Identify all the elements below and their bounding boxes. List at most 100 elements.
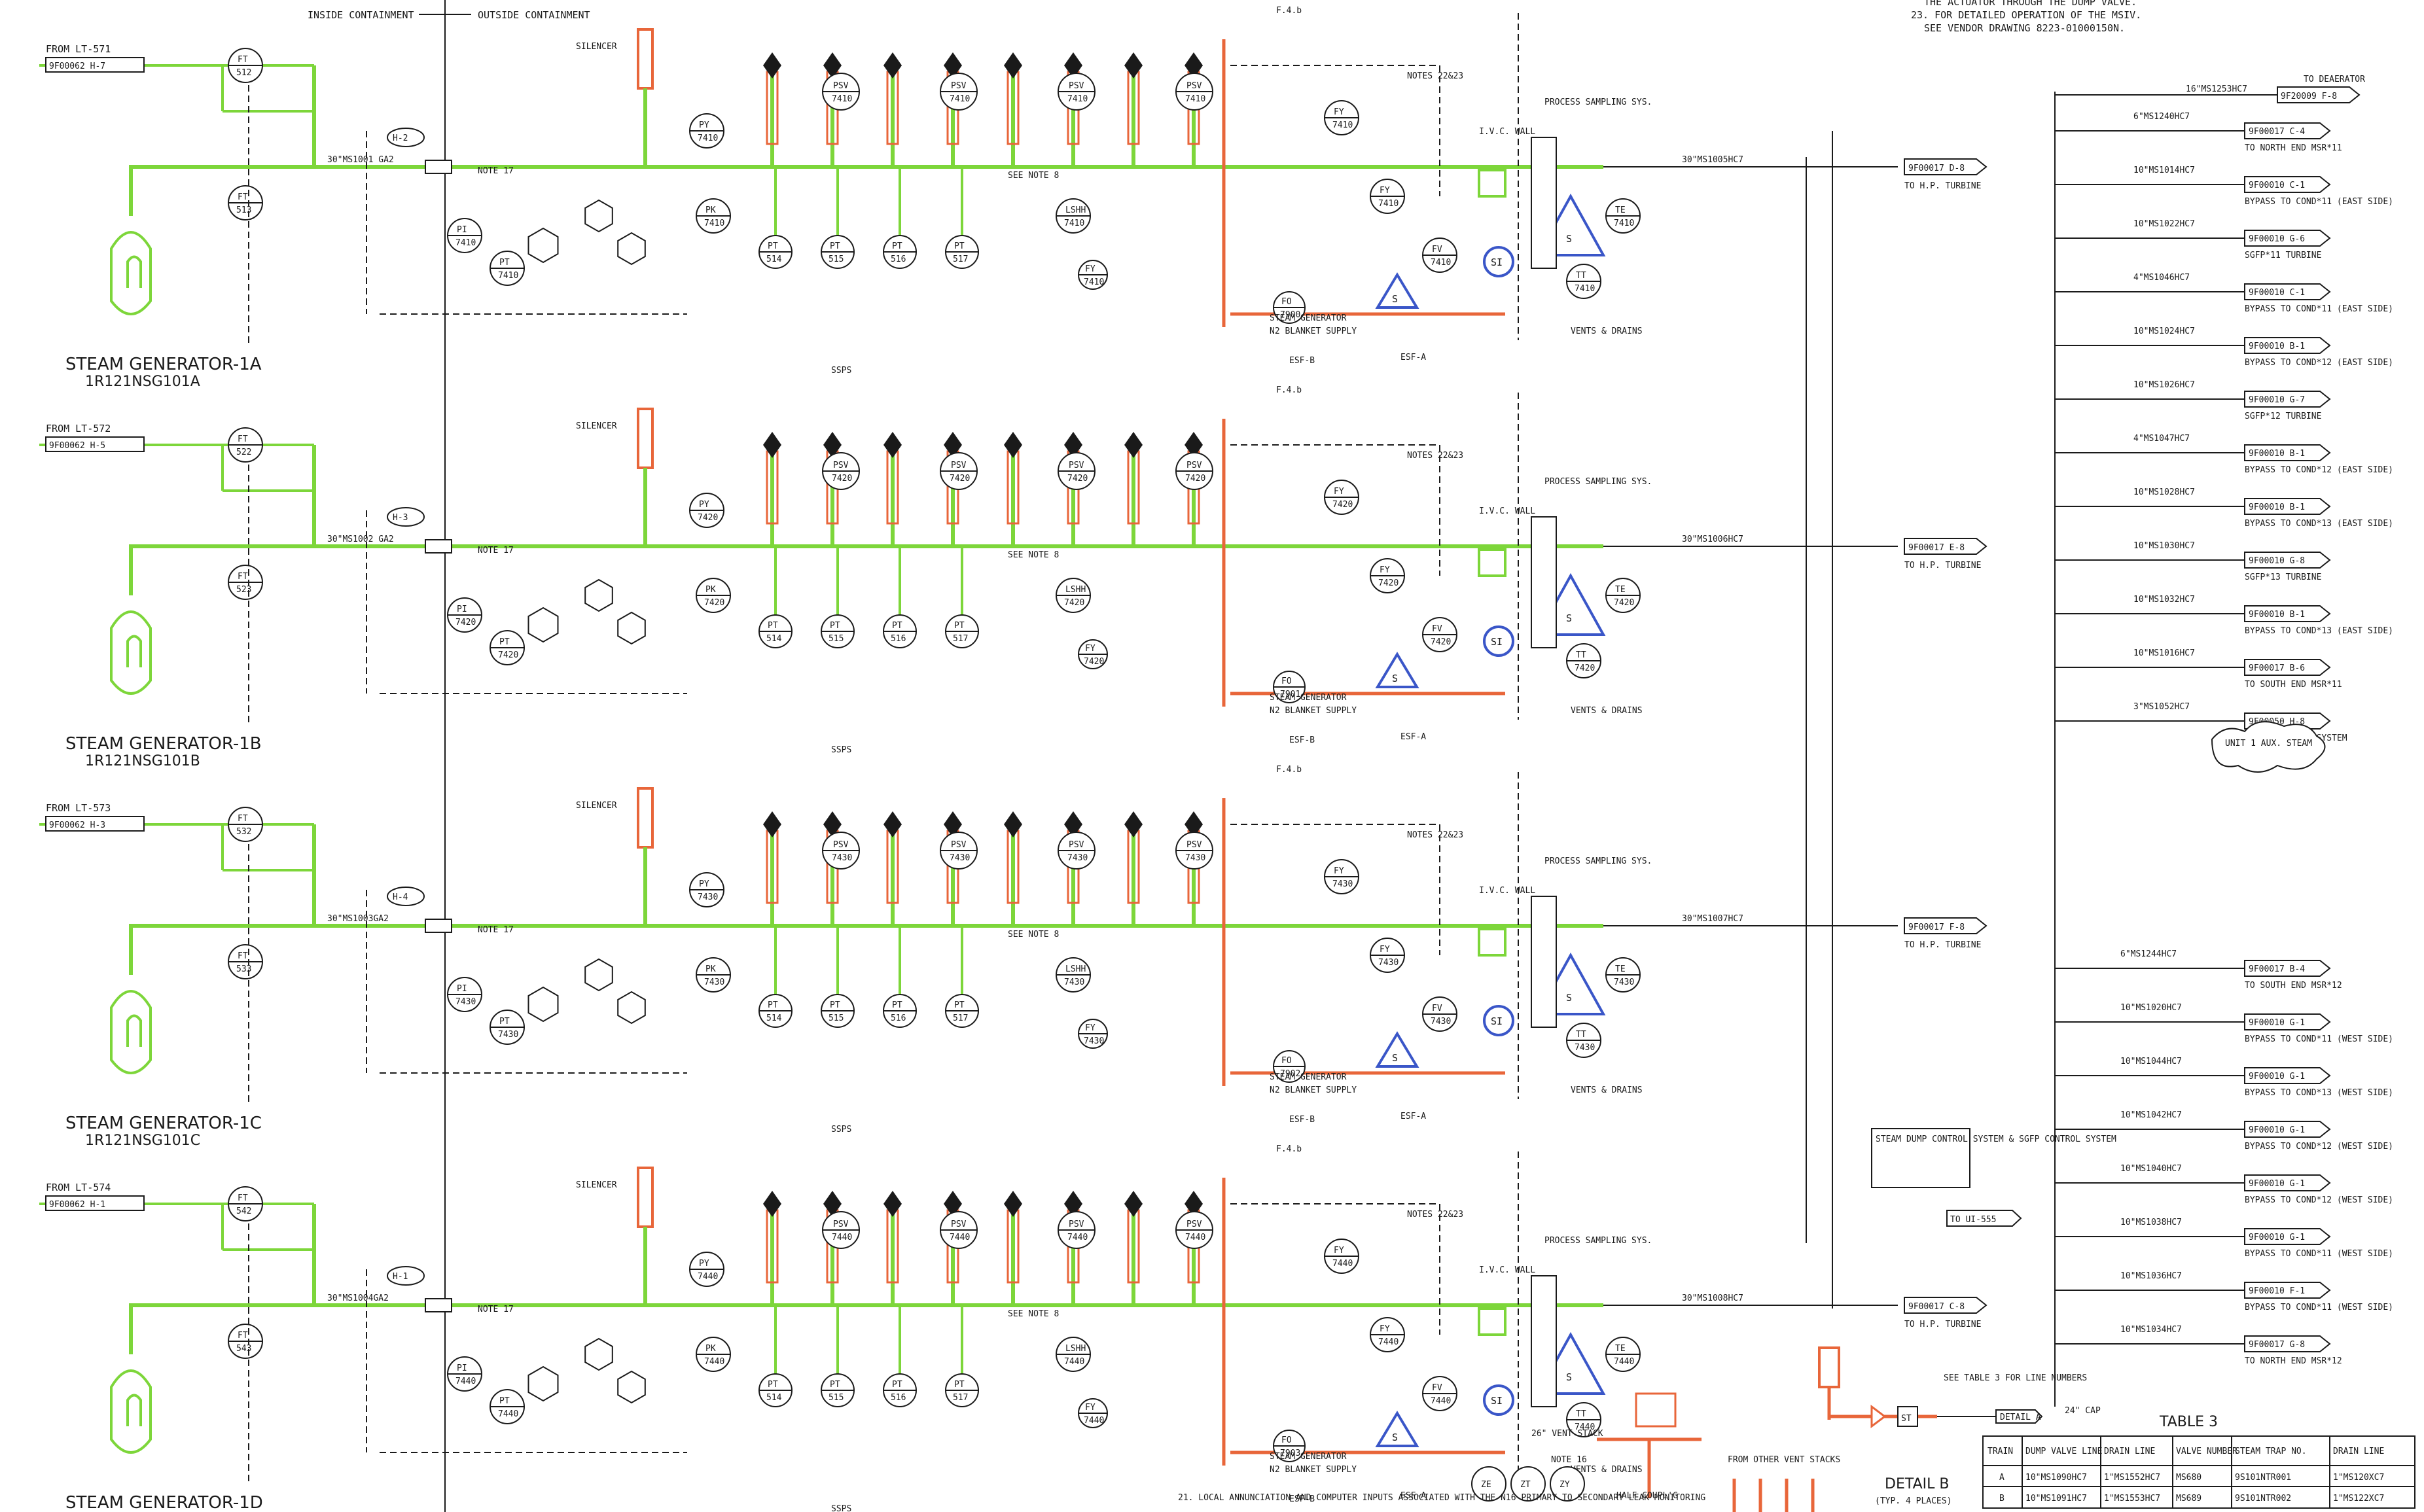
svg-text:PSV: PSV xyxy=(951,461,967,470)
svg-text:PI: PI xyxy=(457,984,467,994)
svg-text:7410: 7410 xyxy=(498,271,518,281)
svg-text:516: 516 xyxy=(891,255,906,264)
svg-text:FY: FY xyxy=(1085,1023,1096,1033)
f4b-label: F.4.b xyxy=(1276,6,1302,16)
svg-text:PT: PT xyxy=(768,621,778,631)
sg-blanket: STEAM GENERATOR xyxy=(1270,313,1347,323)
svg-text:543: 543 xyxy=(236,1344,251,1354)
svg-text:7440: 7440 xyxy=(498,1409,518,1419)
detail-b: ST DETAIL A SEE TABLE 3 FOR LINE NUMBERS… xyxy=(1818,1346,2087,1506)
esf-b: ESF-B xyxy=(1289,1115,1315,1125)
svg-text:7430: 7430 xyxy=(455,997,476,1007)
item-line: 6"MS1240HC7 xyxy=(2133,112,2190,122)
table-3-header: DRAIN LINE xyxy=(2333,1447,2384,1456)
table-3-cell: 1"MS1553HC7 xyxy=(2104,1494,2160,1503)
sg-name: STEAM GENERATOR-1D xyxy=(65,1493,263,1512)
svg-text:7902: 7902 xyxy=(1280,1069,1300,1079)
table-3: TABLE 3 TRAIN DUMP VALVE LINE DRAIN LINE… xyxy=(1982,1414,2415,1509)
f4b-label: F.4.b xyxy=(1276,765,1302,775)
svg-text:TE: TE xyxy=(1615,964,1626,974)
svg-text:7410: 7410 xyxy=(1378,199,1399,209)
item-dest: BYPASS TO COND*11 (EAST SIDE) xyxy=(2245,197,2393,207)
svg-text:7430: 7430 xyxy=(950,853,970,863)
main-line: 30"MS1008HC7 xyxy=(1682,1293,1743,1303)
note-17: NOTE 17 xyxy=(478,546,514,555)
sg-mark: H-3 xyxy=(393,513,408,523)
relay-hex xyxy=(527,986,559,1023)
ssps: SSPS xyxy=(831,1125,851,1134)
item-dest: TO NORTH END MSR*12 xyxy=(2245,1356,2342,1366)
svg-text:PSV: PSV xyxy=(1069,840,1084,850)
svg-text:PK: PK xyxy=(705,585,716,595)
svg-text:7410: 7410 xyxy=(1431,258,1451,268)
svg-text:7410: 7410 xyxy=(704,219,724,228)
item-dest: BYPASS TO COND*11 (WEST SIDE) xyxy=(2245,1249,2393,1259)
svg-text:FY: FY xyxy=(1085,644,1096,654)
svg-text:PSV: PSV xyxy=(1069,1220,1084,1229)
svg-text:PSV: PSV xyxy=(1186,1220,1202,1229)
turbine-dest: TO H.P. TURBINE xyxy=(1904,1320,1981,1329)
svg-text:516: 516 xyxy=(891,1393,906,1403)
note-17: NOTE 17 xyxy=(478,166,514,176)
svg-text:FY: FY xyxy=(1334,107,1344,117)
svg-text:7420: 7420 xyxy=(1431,637,1451,647)
svg-text:PT: PT xyxy=(892,241,902,251)
svg-text:PSV: PSV xyxy=(1186,840,1202,850)
sg-mark: H-2 xyxy=(393,133,408,143)
svg-text:PY: PY xyxy=(699,500,709,510)
process-sampling: PROCESS SAMPLING SYS. xyxy=(1544,856,1652,866)
turbine-ref: 9F00017 E-8 xyxy=(1908,543,1965,553)
ssps: SSPS xyxy=(831,745,851,755)
relay-hex xyxy=(617,611,646,645)
svg-text:7440: 7440 xyxy=(1332,1259,1353,1269)
item-ref: 9F00017 B-4 xyxy=(2249,964,2305,974)
svg-text:PT: PT xyxy=(892,1000,902,1010)
svg-text:7410: 7410 xyxy=(1067,94,1088,104)
relay-hex xyxy=(617,1370,646,1404)
item-line: 10"MS1042HC7 xyxy=(2120,1110,2182,1120)
sg-blanket: STEAM GENERATOR xyxy=(1270,693,1347,703)
svg-text:PT: PT xyxy=(954,241,965,251)
svg-text:7430: 7430 xyxy=(698,892,718,902)
table-3-header: DUMP VALVE LINE xyxy=(2025,1447,2102,1456)
svg-text:PSV: PSV xyxy=(951,81,967,91)
svg-text:FT: FT xyxy=(238,1331,248,1341)
svg-text:FY: FY xyxy=(1085,1403,1096,1413)
svg-text:TT: TT xyxy=(1576,271,1586,281)
svg-text:7901: 7901 xyxy=(1280,690,1300,699)
vent-stack: 26" VENT STACK NOTE 16 FROM OTHER VENT S… xyxy=(1471,1392,1840,1512)
sg-line: 30"MS1002 GA2 xyxy=(327,535,394,544)
item-dest: BYPASS TO COND*13 (EAST SIDE) xyxy=(2245,626,2393,636)
svg-text:PT: PT xyxy=(768,1000,778,1010)
svg-text:PT: PT xyxy=(892,621,902,631)
item-ref: 9F00010 G-8 xyxy=(2249,556,2305,566)
item-ref: 9F00010 C-1 xyxy=(2249,181,2305,190)
item-ref: 9F00010 G-1 xyxy=(2249,1125,2305,1135)
sg-ref: 9F00062 H-1 xyxy=(49,1200,105,1210)
svg-text:7420: 7420 xyxy=(1067,474,1088,483)
sg-mark: H-4 xyxy=(393,892,408,902)
relay-hex xyxy=(617,991,646,1025)
svg-text:7440: 7440 xyxy=(1614,1357,1634,1367)
item-line: 10"MS1040HC7 xyxy=(2120,1164,2182,1174)
